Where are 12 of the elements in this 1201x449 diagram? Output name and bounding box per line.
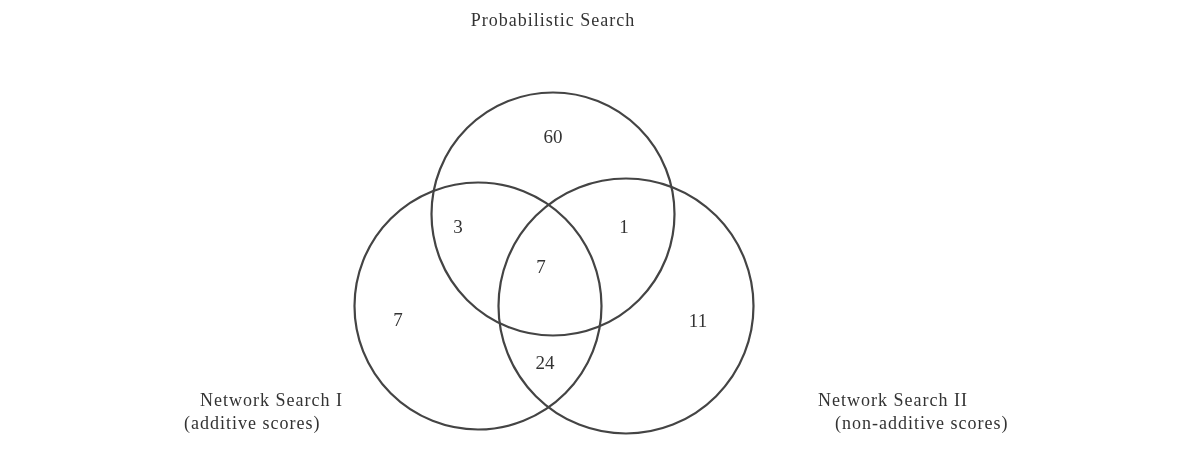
region-count: 1 xyxy=(619,216,629,238)
region-count: 3 xyxy=(453,216,463,238)
set-title: Network Search I xyxy=(200,390,343,411)
region-count: 60 xyxy=(543,126,563,148)
region-count: 7 xyxy=(536,256,546,278)
set-subtitle: (non-additive scores) xyxy=(835,413,1009,434)
region-count: 24 xyxy=(535,352,555,374)
set-subtitle: (additive scores) xyxy=(184,413,321,434)
region-count: 11 xyxy=(688,310,708,332)
set-title: Probabilistic Search xyxy=(470,10,636,31)
region-count: 7 xyxy=(393,309,403,331)
set-title: Network Search II xyxy=(818,390,968,411)
